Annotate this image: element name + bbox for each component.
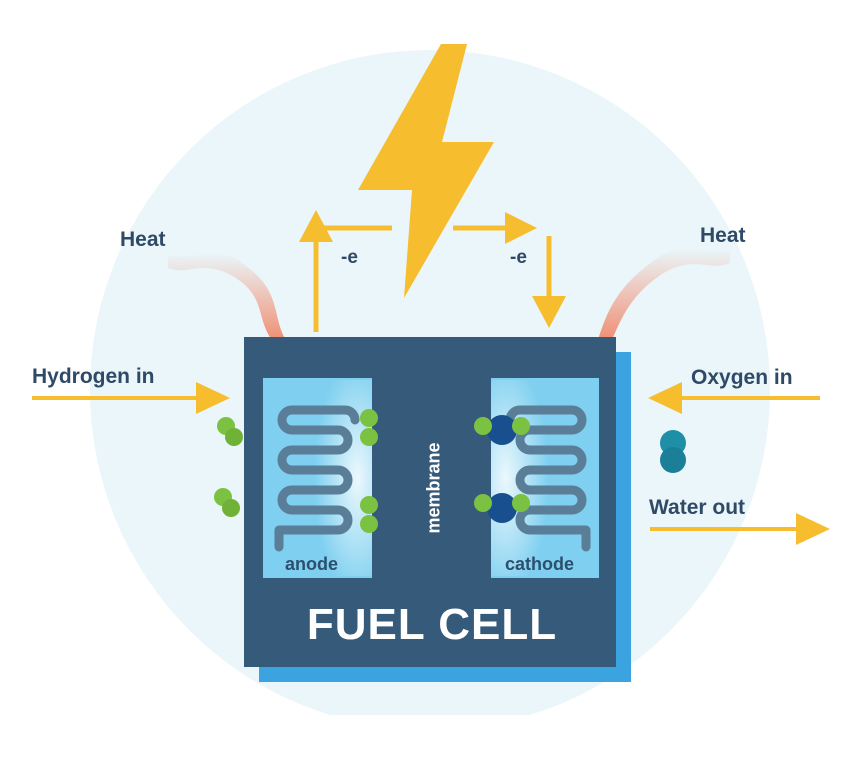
fuel-cell-title: FUEL CELL — [306, 600, 558, 649]
hydrogen-atom — [225, 428, 243, 446]
oxygen-in-label: Oxygen in — [691, 366, 793, 389]
hydrogen-ion — [360, 515, 378, 533]
hydrogen-atom — [474, 417, 492, 435]
membrane-label: membrane — [423, 442, 444, 534]
hydrogen-in-label: Hydrogen in — [32, 365, 155, 388]
electron-right-label: -e — [510, 247, 527, 268]
cathode-label: cathode — [505, 554, 575, 574]
hydrogen-ion — [360, 428, 378, 446]
electron-left-label: -e — [341, 247, 358, 268]
heat-left-label: Heat — [120, 228, 166, 251]
hydrogen-atom — [222, 499, 240, 517]
water-out-label: Water out — [649, 496, 746, 519]
hydrogen-in-arrow — [32, 382, 230, 414]
cathode-coil — [505, 405, 591, 552]
electron-arrow-up — [299, 210, 392, 332]
oxygen-atom — [487, 415, 517, 445]
electron-arrow-down — [532, 236, 566, 328]
anode-coil — [274, 405, 360, 552]
hydrogen-ion — [360, 496, 378, 514]
heat-right-label: Heat — [700, 224, 746, 247]
anode-label: anode — [285, 554, 339, 574]
hydrogen-ion — [360, 409, 378, 427]
heat-wave-right — [598, 248, 730, 340]
hydrogen-atom — [512, 494, 530, 512]
hydrogen-atom — [512, 417, 530, 435]
background-mask-bottom — [0, 715, 860, 764]
heat-wave-left — [168, 252, 286, 340]
water-out-arrow — [650, 513, 830, 545]
oxygen-atom — [487, 493, 517, 523]
hydrogen-atom — [474, 494, 492, 512]
lightning-bolt-icon — [358, 44, 494, 298]
electron-arrow-right — [453, 212, 537, 244]
oxygen-in-arrow — [648, 382, 820, 414]
oxygen-molecule-atom — [660, 447, 686, 473]
